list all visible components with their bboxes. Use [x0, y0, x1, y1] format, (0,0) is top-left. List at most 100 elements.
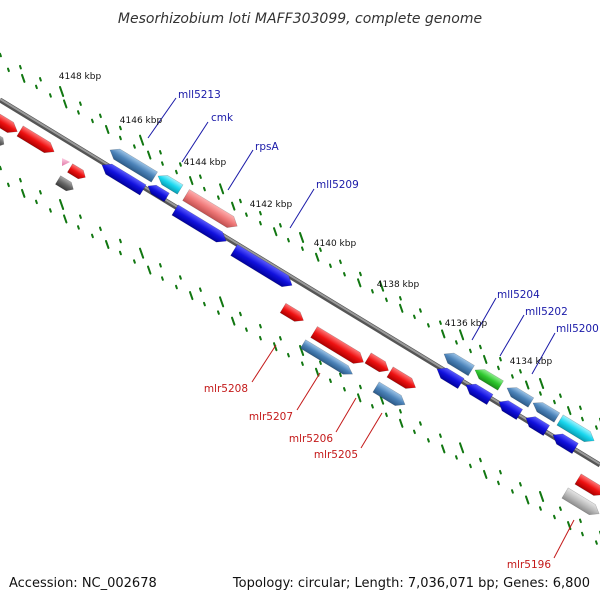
gene-arrow-mlr5208[interactable] [310, 326, 367, 367]
accession-text: Accession: NC_002678 [9, 576, 157, 591]
gene-arrow-mlr5205-shape [372, 381, 406, 406]
gene-arrow-red[interactable] [0, 109, 20, 137]
gene-arrow-mll5209-shape [230, 244, 293, 287]
minor-tick [39, 77, 42, 82]
minor-tick [497, 480, 500, 486]
major-tick [105, 124, 110, 134]
gene-arrow-mlr5205[interactable] [372, 381, 408, 410]
minor-tick [259, 210, 262, 216]
gene-label-mlr5207[interactable]: mlr5207 [249, 411, 293, 423]
gene-label-mlr5205[interactable]: mlr5205 [314, 449, 358, 461]
gene-label-cmk[interactable]: cmk [211, 112, 234, 124]
gene-arrow-red[interactable] [67, 163, 88, 182]
minor-tick [0, 165, 2, 171]
minor-tick [99, 113, 102, 119]
gene-arrow-red[interactable] [364, 352, 392, 376]
gene-label-mlr5206[interactable]: mlr5206 [289, 433, 334, 445]
minor-tick [439, 433, 442, 438]
gene-label-mll5200[interactable]: mll5200 [556, 323, 599, 335]
major-tick [399, 303, 404, 313]
minor-tick [161, 161, 164, 166]
major-tick [189, 291, 194, 301]
gene-arrow-mll5204-shape [443, 352, 475, 377]
minor-tick [343, 387, 346, 392]
gene-arrow-blue[interactable] [463, 380, 494, 406]
gene-arrow-cmk[interactable] [155, 171, 184, 195]
gene-arrow-mll5204[interactable] [441, 349, 475, 377]
minor-tick [479, 344, 482, 350]
minor-tick [35, 199, 38, 205]
gene-label-mll5204[interactable]: mll5204 [497, 289, 540, 301]
minor-tick [419, 421, 422, 426]
gene-arrow-gray[interactable] [561, 487, 600, 519]
gene-arrow-blue[interactable] [496, 397, 523, 420]
gene-arrow-gray[interactable] [55, 175, 76, 194]
gene-arrow-mll5213[interactable] [107, 145, 158, 183]
major-tick [459, 329, 465, 341]
gene-arrow-red[interactable] [574, 473, 600, 500]
minor-tick [319, 247, 322, 252]
gene-arrow-pink[interactable] [62, 158, 70, 166]
gene-arrow-blue-shape [525, 416, 550, 436]
major-tick [105, 239, 110, 249]
minor-tick [161, 276, 164, 281]
minor-tick [399, 409, 402, 414]
gene-arrow-cmk-shape [157, 175, 184, 195]
major-tick [231, 201, 236, 211]
gene-arrow-blue-shape [101, 163, 147, 196]
minor-tick [385, 412, 388, 418]
minor-tick [371, 404, 374, 409]
gene-arrow-blue[interactable] [171, 204, 229, 246]
major-tick [441, 329, 446, 339]
gene-arrow-mll5209[interactable] [230, 244, 296, 290]
gene-arrow-mll5202-shape [506, 387, 535, 408]
gene-arrow-mll5202[interactable] [504, 383, 535, 408]
gene-arrow-mlr5207[interactable] [300, 339, 355, 379]
gene-label-mlr5196[interactable]: mlr5196 [507, 559, 552, 571]
major-tick [147, 150, 152, 160]
gene-arrow-blue[interactable] [99, 160, 147, 196]
minor-tick [553, 514, 556, 520]
minor-tick [49, 208, 52, 213]
gene-arrow-mll5200[interactable] [530, 398, 561, 423]
leader-line [147, 97, 177, 139]
gene-arrow-mlr5206[interactable] [386, 366, 419, 393]
gene-arrow-blue[interactable] [434, 364, 465, 390]
minor-tick [371, 289, 374, 294]
gene-arrow-red-shape [364, 352, 389, 373]
gene-label-mll5209[interactable]: mll5209 [316, 179, 359, 191]
major-tick [63, 214, 68, 224]
gene-arrow-blue-shape [171, 204, 227, 243]
minor-tick [287, 237, 290, 243]
gene-arrow-cyan[interactable] [556, 414, 597, 446]
gene-arrow-red[interactable] [279, 302, 306, 325]
minor-tick [7, 67, 10, 73]
gene-arrow-gray[interactable] [0, 132, 7, 149]
minor-tick [413, 429, 416, 435]
minor-tick [413, 314, 416, 320]
gene-arrow-green[interactable] [472, 365, 504, 391]
major-tick [525, 495, 530, 505]
minor-tick [119, 125, 122, 131]
minor-tick [35, 84, 38, 90]
leader-line [227, 149, 254, 191]
gene-arrow-red[interactable] [16, 125, 57, 157]
major-tick [399, 418, 404, 428]
gene-arrow-blue[interactable] [523, 413, 550, 436]
major-tick [459, 442, 465, 454]
gene-arrow-blue[interactable] [550, 430, 579, 454]
gene-arrow-mlr5207-shape [300, 339, 353, 375]
gene-label-rpsA[interactable]: rpsA [255, 141, 279, 153]
minor-tick [239, 311, 242, 317]
minor-tick [287, 352, 290, 358]
minor-tick [203, 301, 206, 307]
gene-label-mll5213[interactable]: mll5213 [178, 89, 221, 101]
gene-arrow-mll5200-shape [532, 402, 561, 423]
gene-arrow-blue[interactable] [145, 182, 170, 203]
gene-label-mlr5208[interactable]: mlr5208 [204, 383, 248, 395]
gene-arrow-rpsA[interactable] [182, 189, 241, 231]
major-tick [299, 345, 305, 356]
gene-label-mll5202[interactable]: mll5202 [525, 306, 568, 318]
minor-tick [77, 225, 80, 230]
